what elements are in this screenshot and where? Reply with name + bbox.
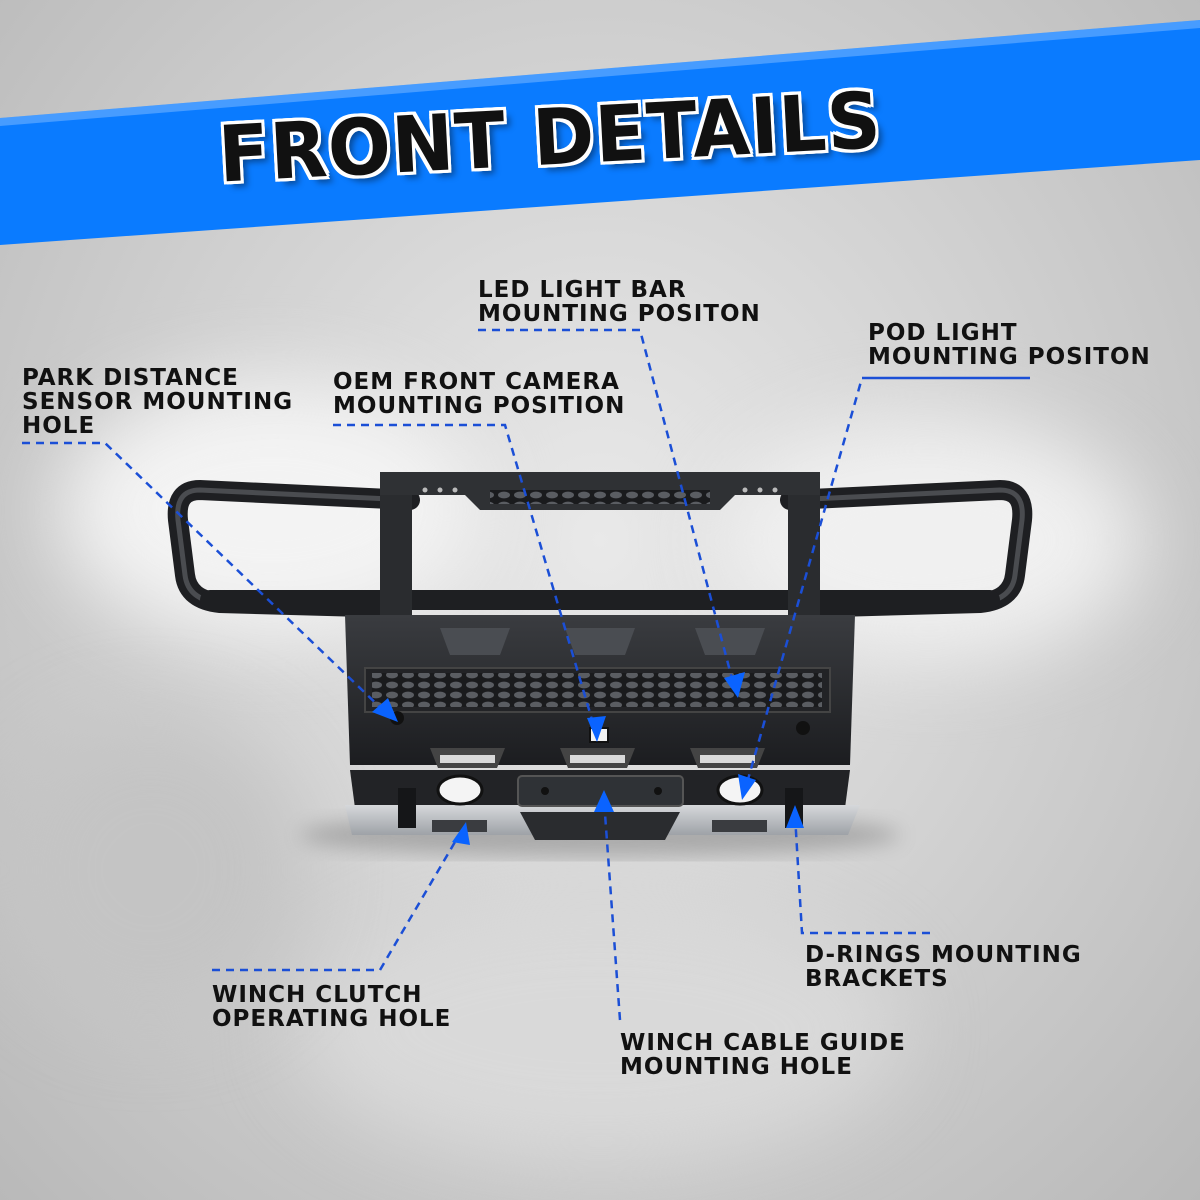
callout-line: WINCH CLUTCH xyxy=(212,982,423,1008)
callout-winch-clutch: WINCH CLUTCH OPERATING HOLE xyxy=(212,983,451,1031)
bumper-body xyxy=(345,615,855,768)
callout-arrows xyxy=(372,672,804,845)
background-cloud xyxy=(300,900,900,1160)
callout-line: HOLE xyxy=(22,413,96,439)
callout-line: LED LIGHT BAR xyxy=(478,277,687,303)
callout-line: PARK DISTANCE xyxy=(22,365,239,391)
title-banner xyxy=(0,20,1200,245)
lower-bumper xyxy=(345,770,860,840)
callout-led-light-bar: LED LIGHT BAR MOUNTING POSITON xyxy=(478,278,761,326)
pod-light-hole xyxy=(436,774,484,806)
callout-leaders xyxy=(22,328,1030,1021)
callout-line: OPERATING HOLE xyxy=(212,1006,452,1032)
callout-line: D-RINGS MOUNTING xyxy=(805,942,1082,968)
callout-winch-cable-guide: WINCH CABLE GUIDE MOUNTING HOLE xyxy=(620,1031,906,1079)
callout-line: OEM FRONT CAMERA xyxy=(333,369,620,395)
d-ring-bracket xyxy=(398,788,416,828)
callout-line: MOUNTING HOLE xyxy=(620,1054,853,1080)
background-cloud xyxy=(0,720,300,1020)
callout-d-rings: D-RINGS MOUNTING BRACKETS xyxy=(805,943,1082,991)
callout-line: POD LIGHT xyxy=(868,320,1018,346)
callout-oem-front-camera: OEM FRONT CAMERA MOUNTING POSITION xyxy=(333,370,625,418)
grille-guard-tube xyxy=(167,479,1033,618)
callout-pod-light: POD LIGHT MOUNTING POSITON xyxy=(868,321,1151,369)
callout-line: BRACKETS xyxy=(805,966,949,992)
callout-line: MOUNTING POSITION xyxy=(333,393,626,419)
callout-line: MOUNTING POSITON xyxy=(868,344,1151,370)
callout-line: SENSOR MOUNTING xyxy=(22,389,294,415)
callout-park-distance-sensor: PARK DISTANCE SENSOR MOUNTING HOLE xyxy=(22,366,293,438)
callout-line: WINCH CABLE GUIDE xyxy=(620,1030,906,1056)
callout-line: MOUNTING POSITON xyxy=(478,301,761,327)
